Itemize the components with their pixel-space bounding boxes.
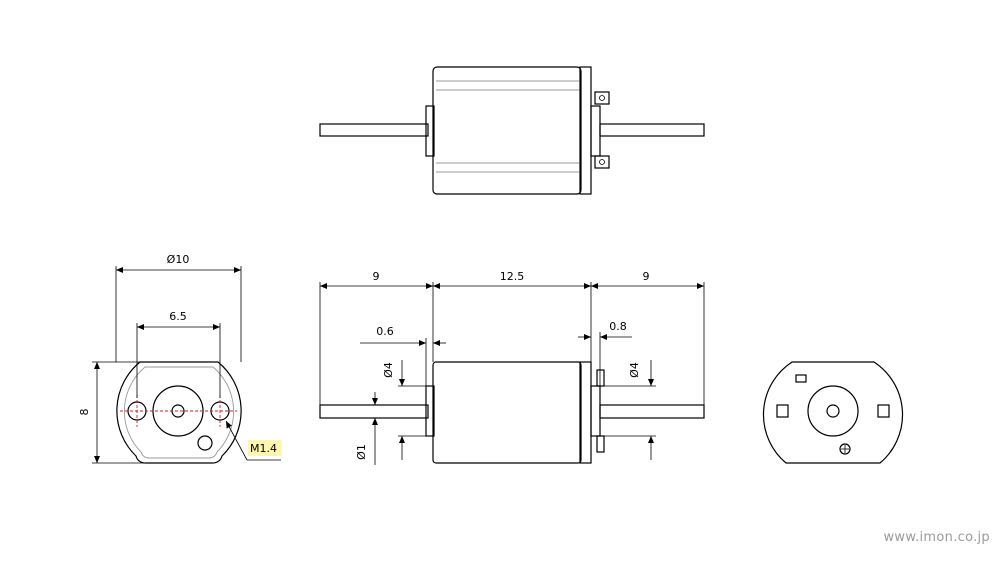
top-shaft-left — [319, 123, 429, 137]
rear-body-outline — [762, 361, 904, 464]
rear-screw-mark — [839, 443, 851, 455]
side-view: 9 12.5 9 0.6 0.8 Ø4 Ø4 Ø1 — [319, 270, 705, 465]
dim-boss-left: Ø4 — [382, 362, 395, 378]
top-boss-right — [590, 105, 601, 157]
front-view: Ø10 6.5 8 M1.4 — [78, 253, 282, 464]
top-terminal-upper — [594, 91, 610, 105]
rear-boss — [807, 385, 859, 437]
dim-boss-right: Ø4 — [628, 362, 641, 378]
watermark: www.imon.co.jp — [883, 530, 990, 545]
side-terminal-upper — [596, 369, 605, 387]
side-shaft-right — [599, 404, 705, 419]
side-shaft-left — [319, 404, 429, 419]
top-view — [319, 66, 705, 195]
front-body-outline — [116, 361, 242, 464]
dim-flange-right: 0.8 — [609, 320, 627, 333]
vent-hole — [197, 435, 213, 451]
rear-slot-top — [795, 374, 807, 383]
dim-shaft-left-len: 9 — [373, 270, 380, 283]
side-body — [432, 361, 582, 464]
side-terminal-lower — [596, 435, 605, 453]
top-boss-left — [425, 105, 435, 157]
side-endcap — [579, 361, 592, 464]
rear-terminal-right — [877, 404, 890, 418]
rear-terminal-left — [776, 404, 789, 418]
dim-flange-left: 0.6 — [376, 325, 394, 338]
dim-dia-body: Ø10 — [167, 253, 190, 266]
dim-hole-pitch: 6.5 — [169, 310, 187, 323]
top-terminal-lower — [594, 155, 610, 169]
top-shaft-right — [599, 123, 705, 137]
dim-shaft-right-len: 9 — [643, 270, 650, 283]
dim-body-len: 12.5 — [500, 270, 525, 283]
rear-view — [762, 361, 904, 464]
top-body — [432, 66, 582, 195]
side-boss-left — [425, 385, 435, 437]
side-boss-right — [590, 385, 601, 437]
top-endcap — [579, 66, 592, 195]
dim-shaft-dia: Ø1 — [355, 444, 368, 460]
note-thread: M1.4 — [250, 442, 277, 455]
dim-height: 8 — [78, 409, 91, 416]
rear-shaft — [826, 404, 840, 418]
